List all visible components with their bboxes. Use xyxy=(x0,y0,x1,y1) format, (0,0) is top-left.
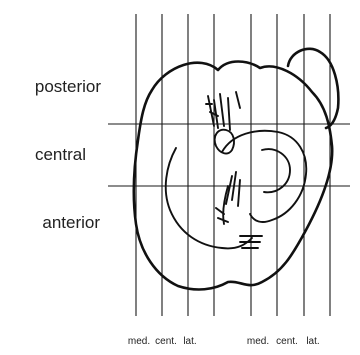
column-label-lateral-right: lat. xyxy=(306,336,319,347)
posterior-lateral-bump xyxy=(288,49,338,128)
column-label-medial-left: med. xyxy=(128,336,150,347)
column-label-lateral-left: lat. xyxy=(183,336,196,347)
row-label-posterior: posterior xyxy=(35,77,101,96)
column-label-central-right: cent. xyxy=(276,336,298,347)
row-label-central: central xyxy=(35,145,86,164)
vertical-grid-lines xyxy=(136,14,330,316)
horizontal-grid-lines xyxy=(108,124,350,186)
joint-outer-contour xyxy=(134,62,332,290)
column-label-medial-right: med. xyxy=(247,336,269,347)
row-label-anterior: anterior xyxy=(42,213,100,232)
column-label-central-left: cent. xyxy=(155,336,177,347)
anterior-ligament-fibres xyxy=(216,172,262,248)
